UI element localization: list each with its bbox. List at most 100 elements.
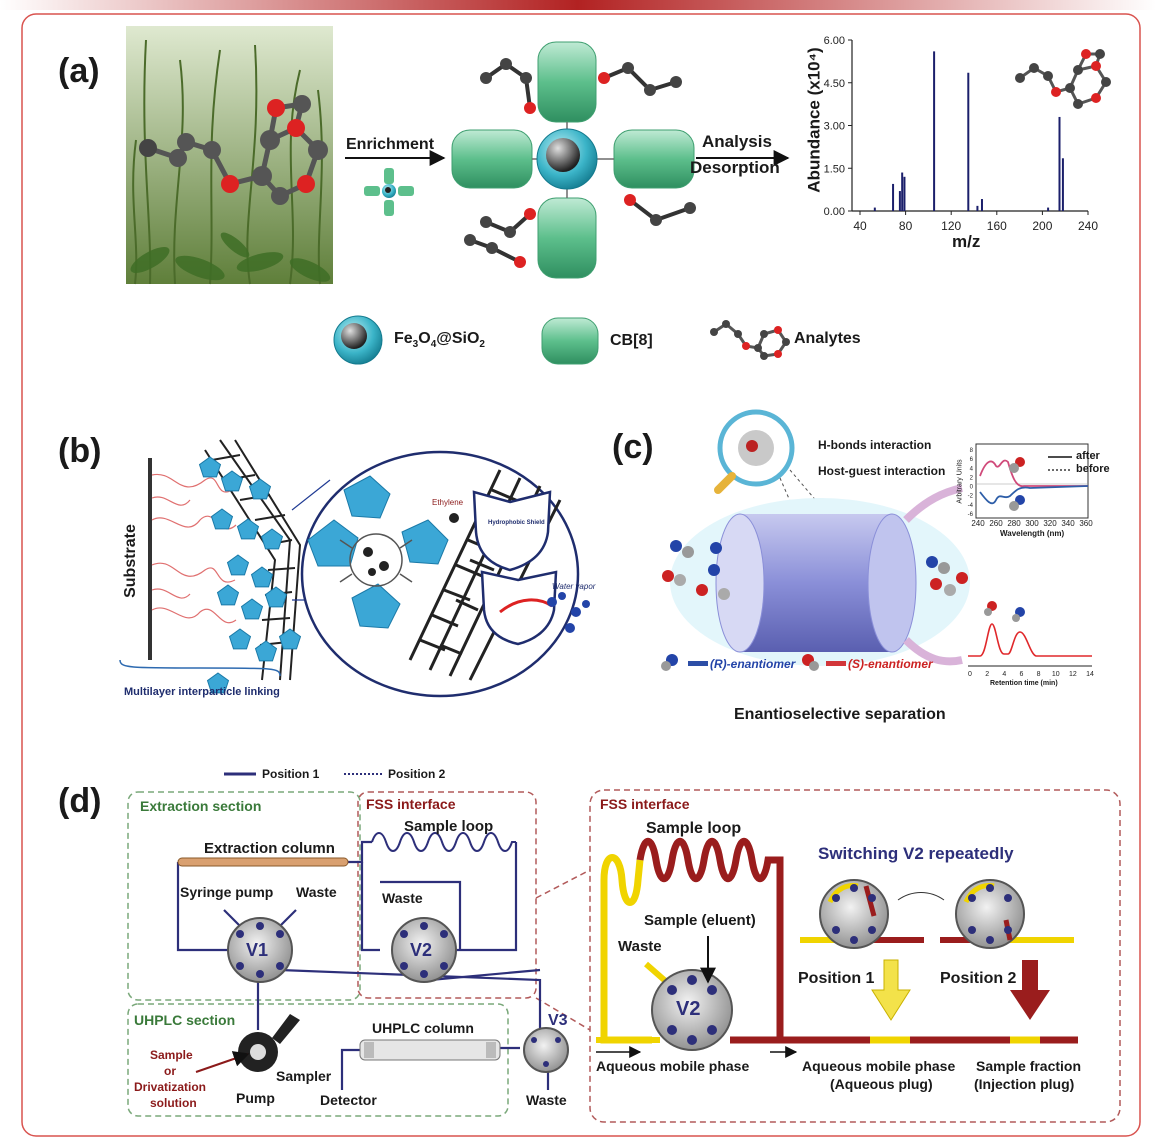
cd-x-tick-label: 240 [971,519,985,528]
figure-border [21,13,1141,1137]
chromatogram [968,601,1092,667]
linking-brace [119,659,281,677]
enantiomer-molecules-right [926,556,968,596]
cb-pentagon [278,628,302,650]
zoom-dashes [535,869,591,1031]
position1-label: Position 1 [798,970,875,987]
panel-b [119,439,590,698]
sample-fraction-line1: Sample fraction [976,1058,1082,1074]
small-nanoparticle-cross [364,168,414,216]
ms-x-tick-label: 80 [899,219,913,233]
r-enantiomer-label: (R)-enantiomer [710,657,796,671]
zoom-line-top [291,479,331,511]
plant-stems [132,39,323,285]
legend-cb8-label: CB[8] [610,332,653,349]
yellow-down-arrow [871,959,911,1021]
extraction-section-label: Extraction section [140,798,262,814]
pump-label: Pump [236,1090,275,1106]
substrate-label: Substrate [121,524,139,598]
analysis-label: Analysis [702,132,772,151]
assembly-atoms [464,58,696,268]
hydrophobic-shield-bottom [480,570,558,646]
cb-pentagon [228,628,252,650]
ms-y-tick-label: 4.50 [824,78,845,90]
arrow-to-chrom [903,637,963,666]
ms-y-tick-label: 6.00 [824,35,845,47]
cb-pentagon [226,554,250,576]
cd-x-axis-label: Wavelength (nm) [1000,529,1065,538]
red-sample-loop-coil [636,837,784,1044]
uhplc-column-label: UHPLC column [372,1020,474,1036]
left-tubing [176,840,550,1090]
column-left-end [715,513,765,653]
or-label: or [164,1064,176,1078]
v3-label: V3 [548,1012,568,1029]
extraction-column-tube [177,857,349,867]
sampler-label: Sampler [276,1068,332,1084]
desorption-label: Desorption [690,158,780,177]
extraction-section-box [127,791,361,1001]
uhplc-section-box [127,1003,509,1117]
chrom-x-tick-label: 2 [985,671,989,678]
cd-curve-after [979,459,1088,488]
red-down-arrow [1010,960,1050,1020]
enrichment-label: Enrichment [346,136,435,153]
ms-x-axis-label: m/z [952,232,981,251]
ms-y-tick-label: 3.00 [824,121,845,133]
chrom-x-tick-label: 0 [968,671,972,678]
v1-label: V1 [246,940,269,960]
switch-valve-pos1 [800,879,924,949]
cd-y-tick-label: -6 [968,512,974,518]
s-enantiomer-icon [802,654,846,671]
cb-pentagon [198,456,222,478]
analyte-molecule-photo [139,95,328,205]
sampler-injector-icon [238,1014,300,1072]
cb-pentagon [250,566,274,588]
chrom-x-tick-label: 6 [1019,671,1023,678]
zoom-pentagons [307,475,449,629]
top-decoration-bar [0,0,1156,10]
legend-cb8-icon [541,317,599,365]
yellow-loop-tube [600,854,652,1044]
cd-x-tick-label: 360 [1079,519,1093,528]
uhplc-section-label: UHPLC section [134,1012,236,1028]
ethylene-label: Ethylene [432,498,464,507]
switch-valve-pos2 [940,879,1074,949]
panel-d [127,772,1121,1123]
cb-pentagon [220,470,244,492]
s-enantiomer-label: (S)-enantiomer [848,657,933,671]
ms-x-tick-label: 40 [853,219,867,233]
cb-pentagon [236,518,260,540]
fss-interface-box-right [589,789,1121,1123]
sample-loop-coil [371,832,516,852]
legend-pos2-label: Position 2 [388,767,446,781]
sample-eluent-label: Sample (eluent) [644,912,756,929]
chrom-x-tick-label: 14 [1086,671,1094,678]
waste-label-4: Waste [618,938,662,955]
cb-pentagon [264,586,288,608]
sample-loop-label-left: Sample loop [404,818,494,835]
ms-y-axis-label: Abundance (x10⁴) [804,47,824,193]
nanoparticle-assembly [451,41,695,279]
linking-caption: Multilayer interparticle linking [124,686,280,698]
legend-pos1-label: Position 1 [262,767,320,781]
cd-x-tick-label: 260 [989,519,1003,528]
panel-c-label: (c) [612,428,654,466]
cb-pentagon [260,528,284,550]
cb-pentagon [254,640,278,662]
extraction-column-label: Extraction column [204,840,335,857]
chrom-x-axis-label: Retention time (min) [990,680,1058,687]
ms-x-tick-label: 160 [987,219,1007,233]
ms-y-ticks: 0.001.503.004.506.00 [824,35,852,218]
cd-y-tick-label: 0 [970,485,974,491]
waste-label-2: Waste [382,890,423,906]
syringe-pump-label: Syringe pump [180,884,274,900]
v2-label-left: V2 [410,940,433,960]
sample-label: Sample [150,1048,193,1062]
fss-interface-label-right: FSS interface [600,796,690,812]
magnifier-icon [714,409,795,494]
